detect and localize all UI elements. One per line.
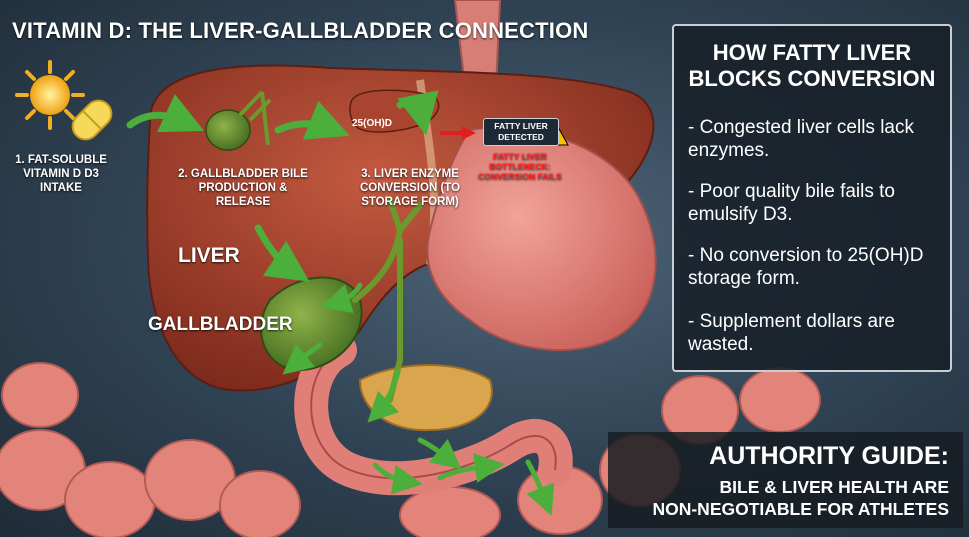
authority-line-1: BILE & LIVER HEALTH ARE: [719, 477, 949, 497]
stomach: [426, 126, 657, 352]
fatty-liver-detected-box: FATTY LIVER DETECTED: [483, 118, 559, 146]
gallbladder-small: [205, 90, 272, 151]
panel-point: - Supplement dollars are wasted.: [688, 311, 895, 355]
panel-point: - Congested liver cells lack enzymes.: [688, 117, 914, 161]
panel-point: - Poor quality bile fails to emulsify D3…: [688, 181, 895, 225]
pancreas: [358, 364, 493, 432]
authority-line-2: NON-NEGOTIABLE FOR ATHLETES: [652, 499, 949, 519]
panel-point: - No conversion to 25(OH)D storage form.: [688, 245, 924, 289]
panel-title: HOW FATTY LIVER BLOCKS CONVERSION: [688, 40, 936, 91]
arrow-icon: [126, 90, 555, 516]
liver-label: LIVER: [178, 244, 240, 267]
sun-icon: [15, 60, 85, 130]
info-panel: HOW FATTY LIVER BLOCKS CONVERSION - Cong…: [672, 24, 952, 372]
bottleneck-warning: FATTY LIVER BOTTLENECK: CONVERSION FAILS: [478, 152, 562, 182]
step-1-label: 1. FAT-SOLUBLE VITAMIN D D3 INTAKE: [15, 154, 107, 194]
authority-text: BILE & LIVER HEALTH ARE NON-NEGOTIABLE F…: [652, 476, 949, 520]
page-title: VITAMIN D: THE LIVER-GALLBLADDER CONNECT…: [12, 18, 589, 43]
step-2-label: 2. GALLBLADDER BILE PRODUCTION & RELEASE: [178, 168, 308, 208]
25ohd-label: 25(OH)D: [352, 118, 393, 129]
capsule-icon: [71, 99, 113, 141]
step-3-label: 3. LIVER ENZYME CONVERSION (TO STORAGE F…: [359, 168, 461, 208]
authority-heading: AUTHORITY GUIDE:: [709, 442, 949, 470]
authority-box: AUTHORITY GUIDE: BILE & LIVER HEALTH ARE…: [608, 432, 963, 528]
gallbladder-label: GALLBLADDER: [148, 314, 293, 335]
